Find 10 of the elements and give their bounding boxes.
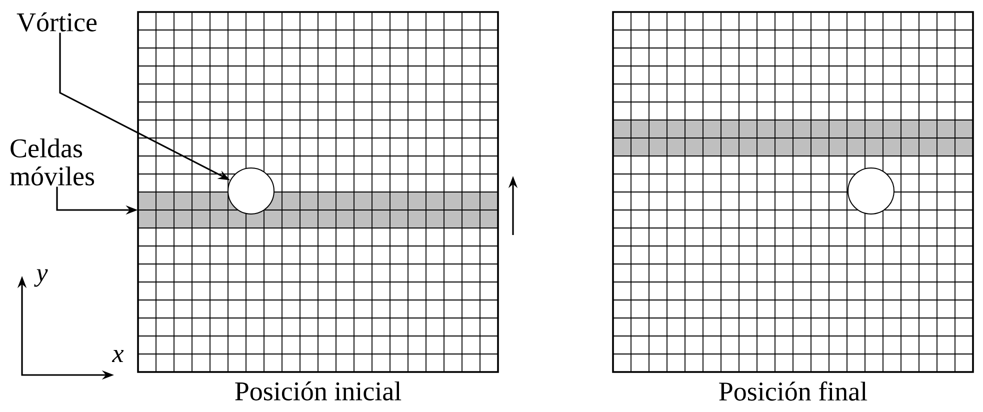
grid-caption: Posición inicial: [235, 381, 402, 400]
grid-drawing: [612, 11, 974, 373]
axis-label: y: [34, 269, 48, 287]
callout-text: Vórtice: [16, 12, 97, 32]
grid-caption: Posición final: [719, 381, 868, 401]
vortex-circle: [848, 168, 894, 214]
axis-label: x: [112, 350, 124, 362]
callout-text: Celdas móviles: [10, 138, 94, 186]
grid-drawing: [137, 11, 499, 373]
vortex-circle: [228, 168, 274, 214]
